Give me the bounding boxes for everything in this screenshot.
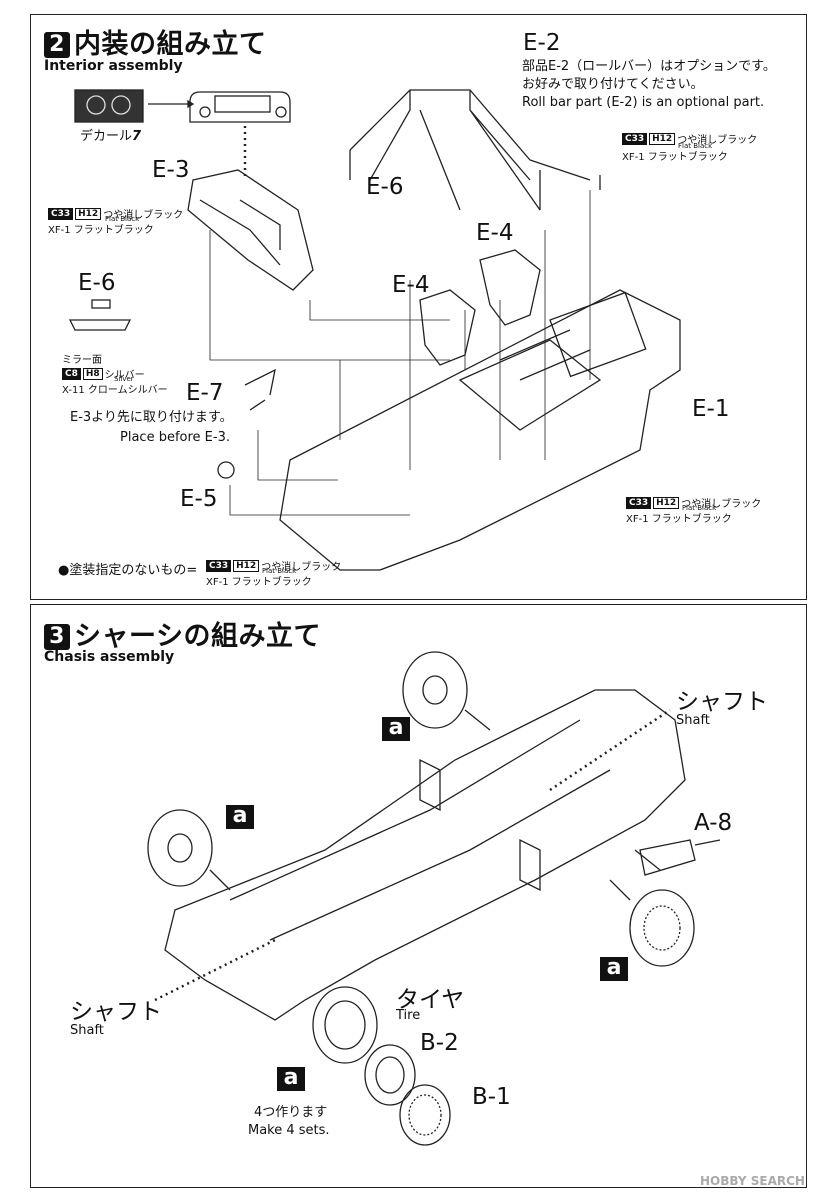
paint-name-jp: つや消しブラック xyxy=(103,210,184,221)
paint-name-en: Flat Black xyxy=(678,142,713,150)
wheel-rear-right xyxy=(629,889,695,967)
part-e3-label: E-3 xyxy=(152,157,190,183)
e7-note-en: Place before E-3. xyxy=(120,430,230,445)
interior-title-en: Interior assembly xyxy=(44,58,183,74)
make-sets-jp: 4つ作ります xyxy=(254,1105,328,1120)
part-e4-label-right: E-4 xyxy=(476,220,514,246)
paint-spec-tub: C33 H12 つや消しブラック xyxy=(626,495,761,510)
interior-section-number: 2 xyxy=(44,32,70,58)
e2-note-en: Roll bar part (E-2) is an optional part. xyxy=(522,95,765,110)
paint-xf: XF-1 フラットブラック xyxy=(622,152,728,163)
shaft-rear-dotted xyxy=(549,708,671,792)
paint-code-c: C33 xyxy=(48,207,74,220)
part-b1-label: B-1 xyxy=(472,1084,511,1110)
paint-spec-dashboard: C33 H12 つや消しブラック xyxy=(48,206,183,221)
part-e4-label-left: E-4 xyxy=(392,272,430,298)
dashboard-sketch xyxy=(189,91,291,123)
chassis-assembly-panel xyxy=(30,604,807,1188)
badge-a-rear-top: a xyxy=(382,717,410,741)
decal-number: 7 xyxy=(132,129,142,144)
rim-outer xyxy=(399,1084,451,1146)
paint-code-c: C33 xyxy=(622,132,648,145)
part-e7-label: E-7 xyxy=(186,380,224,406)
make-sets-en: Make 4 sets. xyxy=(248,1123,330,1138)
part-e5-label: E-5 xyxy=(180,486,218,512)
wheel-front-left xyxy=(147,809,213,887)
chassis-frame xyxy=(164,689,686,1021)
part-a8-label: A-8 xyxy=(694,810,733,836)
seat-left xyxy=(419,289,476,366)
part-e1-label: E-1 xyxy=(692,396,730,422)
decal-caption: デカール7 xyxy=(80,128,141,145)
tire-part xyxy=(312,986,378,1064)
badge-a-rear-right: a xyxy=(600,957,628,981)
paint-code-c: C33 xyxy=(626,496,652,509)
seat-right xyxy=(479,249,541,326)
chassis-title-en: Chasis assembly xyxy=(44,649,175,665)
shaft-front-label-jp: シャフト xyxy=(70,999,162,1025)
part-e6-label-lower: E-6 xyxy=(78,270,116,296)
paint-xf: X-11 クロームシルバー xyxy=(62,385,168,396)
shaft-rear-label-en: Shaft xyxy=(676,713,710,728)
mirror-label: ミラー面 xyxy=(62,355,102,366)
paint-xf: XF-1 フラットブラック xyxy=(206,577,312,588)
paint-name-jp: つや消しブラック xyxy=(677,135,758,146)
paint-spec-mirror: C8 H8 シルバー xyxy=(62,366,145,381)
paint-code-h: H12 xyxy=(649,132,676,145)
unpainted-note: ●塗装指定のないもの= xyxy=(58,563,198,578)
paint-code-h: H8 xyxy=(82,367,103,380)
roll-bar xyxy=(349,89,601,211)
e2-note-jp-1: 部品E-2（ロールバー）はオプションです。 xyxy=(522,59,776,74)
paint-name-en: Silver xyxy=(114,375,134,383)
chassis-section-number: 3 xyxy=(44,624,70,650)
paint-name-en: Flat Black xyxy=(262,567,297,575)
steering-wheel xyxy=(244,368,276,411)
part-e2-label: E-2 xyxy=(523,30,561,56)
shaft-rear-label-jp: シャフト xyxy=(676,689,768,715)
decal-label: デカール xyxy=(80,129,133,144)
watermark: HOBBY SEARCH xyxy=(700,1174,805,1188)
shift-knob xyxy=(217,461,235,479)
paint-name-jp: シルバー xyxy=(104,370,145,381)
paint-name-en: Flat Black xyxy=(105,215,140,223)
wheel-rear-top xyxy=(402,651,468,729)
paint-code-h: H12 xyxy=(75,207,102,220)
part-b2-label: B-2 xyxy=(420,1030,459,1056)
paint-spec-roll-bar: C33 H12 つや消しブラック xyxy=(622,131,757,146)
paint-code-h: H12 xyxy=(653,496,680,509)
motor-part xyxy=(639,839,721,876)
mirror-part xyxy=(68,319,132,331)
tire-label-jp: タイヤ xyxy=(396,987,465,1013)
e7-note-jp: E-3より先に取り付けます。 xyxy=(70,410,233,425)
shaft-front-label-en: Shaft xyxy=(70,1023,104,1038)
paint-spec-default: C33 H12 つや消しブラック xyxy=(206,558,341,573)
rim-inner xyxy=(364,1044,416,1106)
interior-assembly-panel xyxy=(30,14,807,600)
chassis-title-jp: シャーシの組み立て xyxy=(74,621,321,652)
paint-code-h: H12 xyxy=(233,559,260,572)
interior-title-jp: 内装の組み立て xyxy=(74,29,267,60)
paint-name-jp: つや消しブラック xyxy=(681,499,762,510)
decal-sample xyxy=(74,89,144,123)
paint-name-jp: つや消しブラック xyxy=(261,562,342,573)
tire-label-en: Tire xyxy=(396,1008,421,1023)
paint-code-c: C33 xyxy=(206,559,232,572)
badge-a-front-left: a xyxy=(226,805,254,829)
badge-a-sets: a xyxy=(277,1067,305,1091)
e2-note-jp-2: お好みで取り付けてください。 xyxy=(522,77,704,92)
paint-name-en: Flat Black xyxy=(682,504,717,512)
paint-code-c: C8 xyxy=(62,367,81,380)
shaft-front-dotted xyxy=(154,938,276,1002)
paint-xf: XF-1 フラットブラック xyxy=(626,514,732,525)
dashboard-part xyxy=(187,169,314,291)
paint-xf: XF-1 フラットブラック xyxy=(48,225,154,236)
interior-tub xyxy=(279,289,681,571)
part-e6-label-upper: E-6 xyxy=(366,174,404,200)
